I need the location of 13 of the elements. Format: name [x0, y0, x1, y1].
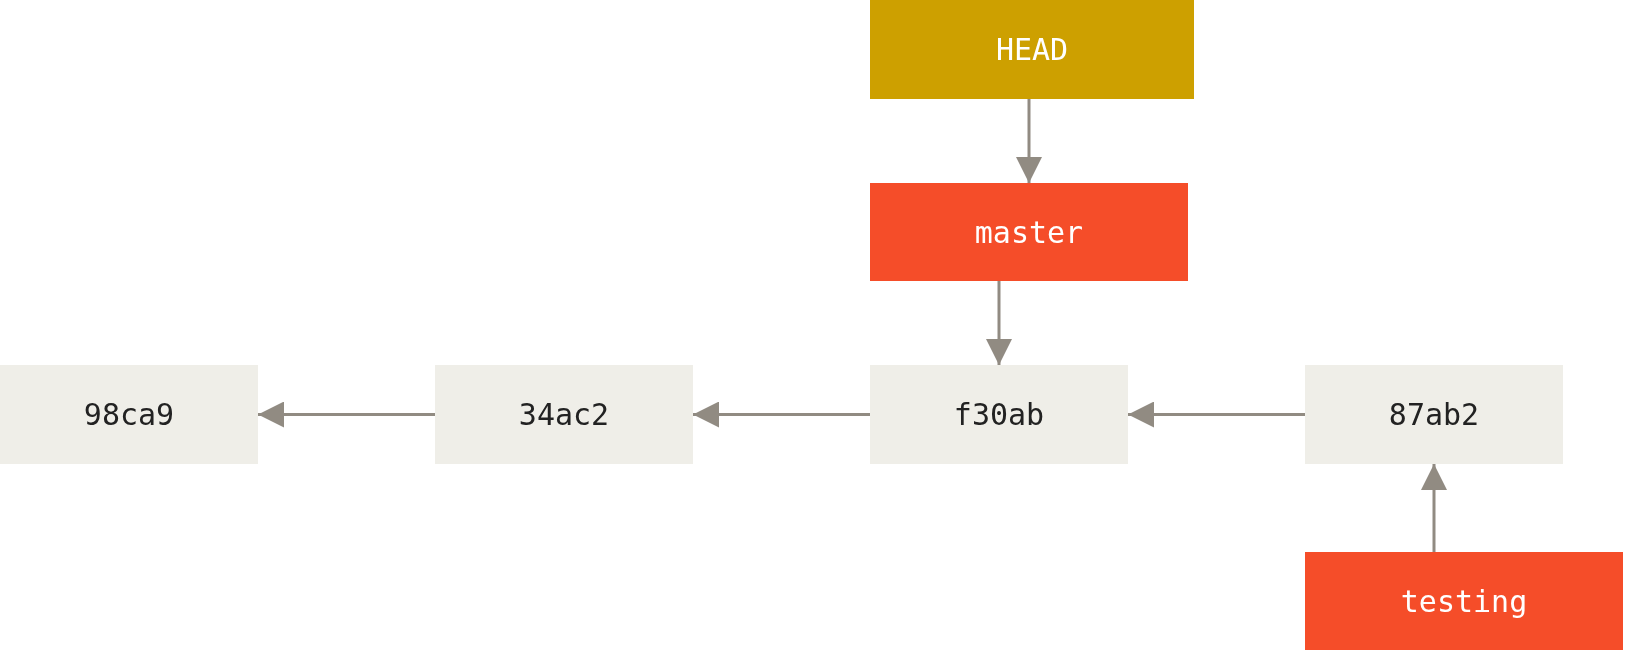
branch-box: testing: [1305, 552, 1623, 650]
commit-box: f30ab: [870, 365, 1128, 464]
commit-box: 34ac2: [435, 365, 693, 464]
branch-box: master: [870, 183, 1188, 281]
arrow: [258, 401, 435, 428]
arrow: [986, 281, 1012, 365]
pointer-box: HEAD: [870, 0, 1194, 99]
arrow: [693, 401, 870, 428]
arrow: [1016, 99, 1042, 183]
arrow: [1421, 464, 1447, 552]
commit-box: 98ca9: [0, 365, 258, 464]
arrow: [1128, 401, 1305, 428]
commit-box: 87ab2: [1305, 365, 1563, 464]
